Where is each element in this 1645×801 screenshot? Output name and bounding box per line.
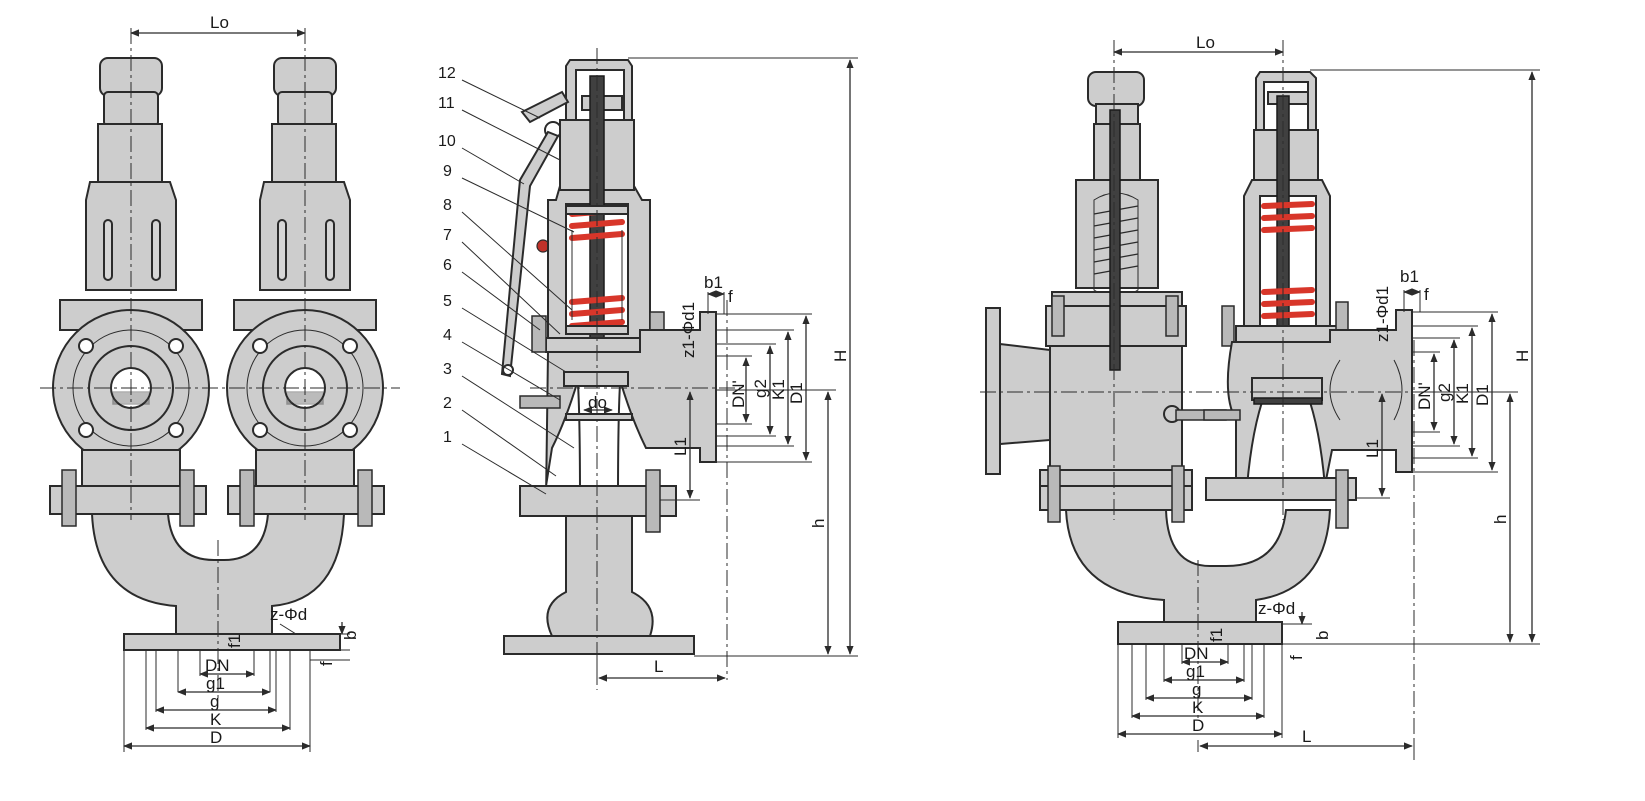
right-d1-label: D1 bbox=[1473, 384, 1492, 406]
middle-f-label: f bbox=[728, 287, 733, 306]
right-k-label: K bbox=[1192, 698, 1204, 717]
left-f1-label: f1 bbox=[225, 634, 244, 648]
middle-h-total-label: H bbox=[831, 350, 850, 362]
part-callouts: 12 11 10 9 8 7 6 5 4 3 2 1 bbox=[438, 65, 575, 495]
middle-k1-label: K1 bbox=[769, 379, 788, 400]
right-f2-label: f bbox=[1287, 655, 1306, 660]
right-g1-label: g1 bbox=[1186, 662, 1205, 681]
right-lo-label: Lo bbox=[1196, 33, 1215, 52]
right-l1-label: L1 bbox=[1363, 439, 1382, 458]
part-number-11: 11 bbox=[438, 95, 455, 112]
middle-do-label: do bbox=[588, 393, 607, 412]
part-number-8: 8 bbox=[443, 197, 452, 214]
middle-h-label: h bbox=[809, 519, 828, 528]
part-number-4: 4 bbox=[443, 327, 452, 344]
right-z-phi-d-label: z-Φd bbox=[1258, 599, 1295, 618]
middle-l1-label: L1 bbox=[671, 437, 690, 456]
right-dn-label: DN bbox=[1184, 644, 1209, 663]
part-number-10: 10 bbox=[438, 133, 456, 150]
middle-section-view: 12 11 10 9 8 7 6 5 4 3 2 1 H h bbox=[438, 48, 858, 690]
right-f1-label: f1 bbox=[1207, 628, 1226, 642]
right-dn-prime-label: DN' bbox=[1415, 382, 1434, 410]
left-f-label: f bbox=[317, 661, 336, 666]
part-number-3: 3 bbox=[443, 361, 452, 378]
right-k1-label: K1 bbox=[1453, 383, 1472, 404]
right-l-label: L bbox=[1302, 727, 1311, 746]
middle-g2-label: g2 bbox=[751, 379, 770, 398]
middle-d1-label: D1 bbox=[787, 382, 806, 404]
part-number-5: 5 bbox=[443, 293, 452, 310]
left-k-label: K bbox=[210, 710, 222, 729]
middle-dn-prime-label: DN' bbox=[729, 380, 748, 408]
left-b-label: b bbox=[341, 631, 360, 640]
right-b1-label: b1 bbox=[1400, 267, 1419, 286]
right-h-total-label: H bbox=[1513, 350, 1532, 362]
part-number-1: 1 bbox=[443, 429, 452, 446]
left-g1-label: g1 bbox=[206, 674, 225, 693]
right-g2-label: g2 bbox=[1435, 383, 1454, 402]
right-combined-view: Lo H h D1 K1 g2 DN' b1 f z1-Φd1 L1 bbox=[980, 33, 1540, 760]
right-h-label: h bbox=[1491, 515, 1510, 524]
part-number-7: 7 bbox=[443, 227, 452, 244]
part-number-2: 2 bbox=[443, 395, 452, 412]
part-number-6: 6 bbox=[443, 257, 452, 274]
middle-b1-label: b1 bbox=[704, 273, 723, 292]
right-g-label: g bbox=[1192, 680, 1201, 699]
right-f-label: f bbox=[1424, 285, 1429, 304]
part-number-9: 9 bbox=[443, 163, 452, 180]
middle-l-label: L bbox=[654, 657, 663, 676]
left-g-label: g bbox=[210, 692, 219, 711]
right-b-label: b bbox=[1313, 631, 1332, 640]
right-z1-phi-d1-label: z1-Φd1 bbox=[1373, 286, 1392, 342]
left-z-phi-d-label: z-Φd bbox=[270, 605, 307, 624]
left-d-label: D bbox=[210, 728, 222, 747]
left-lo-label: Lo bbox=[210, 13, 229, 32]
middle-z1-phi-d1-label: z1-Φd1 bbox=[679, 302, 698, 358]
left-twin-valve-view: Lo DN g1 g K D z-Φd b f f1 bbox=[40, 13, 400, 752]
left-dn-label: DN bbox=[205, 656, 230, 675]
right-d-label: D bbox=[1192, 716, 1204, 735]
part-number-12: 12 bbox=[438, 65, 456, 82]
